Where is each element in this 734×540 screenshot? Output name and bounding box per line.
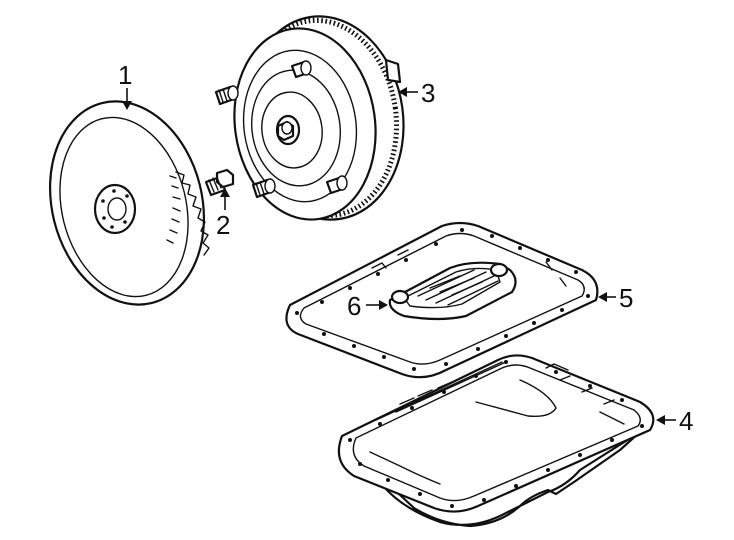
transmission-pan [337,354,655,528]
stud [251,178,276,199]
stud [214,85,239,106]
flexplate [48,100,210,306]
leader-4 [656,415,676,425]
leader-2 [220,188,230,210]
leader-5 [598,292,616,302]
leader-6 [366,300,388,310]
callout-6: 6 [347,291,362,321]
stud [290,60,312,79]
leader-3 [398,87,418,97]
bolt [204,168,235,197]
stud [325,175,348,195]
filter [388,261,517,321]
torque-converter [214,15,405,221]
callout-3: 3 [421,78,436,108]
callout-4: 4 [679,406,694,436]
callout-1: 1 [118,60,133,90]
leader-1 [122,88,132,110]
callout-5: 5 [619,283,634,313]
callout-2: 2 [216,210,231,240]
